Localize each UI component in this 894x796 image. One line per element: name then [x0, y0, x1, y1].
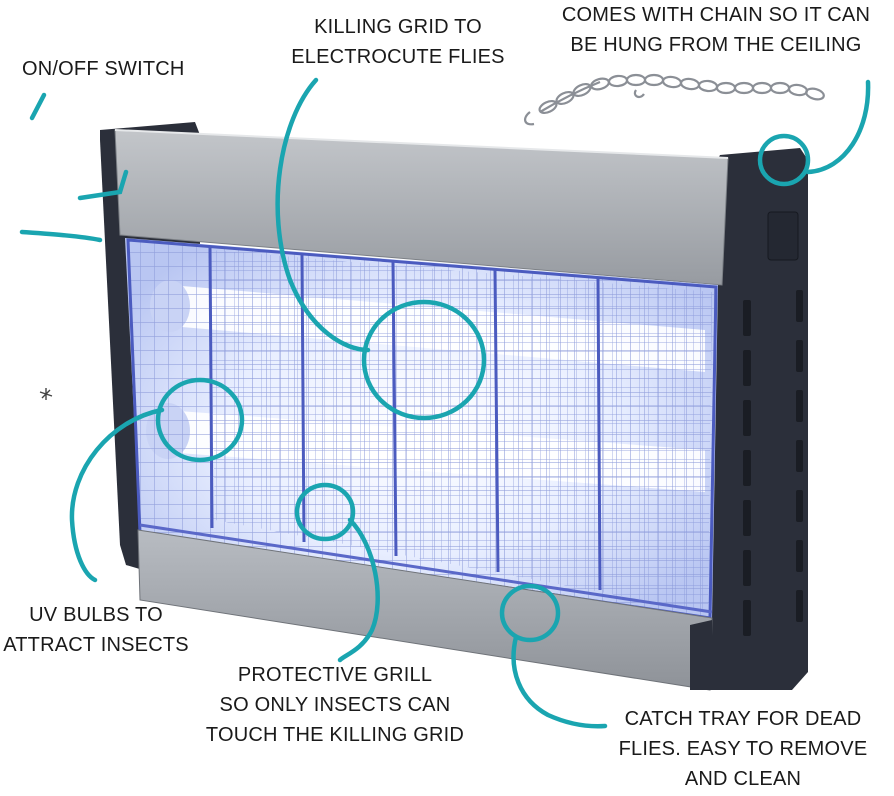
callout-line-chain — [805, 79, 871, 175]
label-line: KILLING GRID TO — [314, 16, 482, 38]
callout-circle-catch-tray — [499, 583, 561, 643]
callout-line-protective-grill — [337, 517, 380, 663]
label-line: CATCH TRAY FOR DEAD — [624, 708, 862, 730]
label-line: TOUCH THE KILLING GRID — [205, 724, 465, 746]
label-line: SO ONLY INSECTS CAN — [219, 694, 451, 716]
label-line: ON/OFF SWITCH — [22, 58, 185, 80]
label-line: UV BULBS TO — [29, 604, 163, 626]
label-protective-grill: PROTECTIVE GRILL SO ONLY INSECTS CAN TOU… — [192, 660, 478, 750]
callout-circle-protective-grill — [294, 482, 356, 542]
label-line: ATTRACT INSECTS — [3, 634, 189, 656]
callout-line-switch — [29, 92, 47, 121]
callout-line-catch-tray — [511, 634, 608, 729]
right-end-cap — [712, 148, 808, 690]
side-switch-housing — [767, 211, 799, 261]
label-catch-tray: CATCH TRAY FOR DEAD FLIES. EASY TO REMOV… — [608, 704, 878, 794]
label-on-off-switch: ON/OFF SWITCH — [22, 54, 185, 84]
label-line: ELECTROCUTE FLIES — [291, 46, 505, 68]
callout-line-killing-grid — [275, 77, 371, 353]
callout-line-switch-2 — [77, 169, 129, 201]
outer-protective-grill — [128, 240, 716, 618]
label-killing-grid: KILLING GRID TO ELECTROCUTE FLIES — [268, 12, 528, 72]
callout-line-switch-3 — [19, 229, 103, 243]
label-line: AND CLEAN — [684, 768, 802, 790]
side-vents — [743, 290, 803, 636]
insect-icon — [39, 388, 53, 400]
label-chain: COMES WITH CHAIN SO IT CAN BE HUNG FROM … — [548, 0, 884, 60]
callout-circle-chain — [757, 133, 811, 187]
hanging-chain — [524, 73, 825, 126]
label-line: COMES WITH CHAIN SO IT CAN — [561, 4, 871, 26]
callout-lines — [19, 77, 871, 729]
callout-circle-uv-bulbs — [155, 377, 245, 463]
label-line: FLIES. EASY TO REMOVE — [618, 738, 868, 760]
callout-circle-killing-grid — [361, 299, 487, 421]
label-line: BE HUNG FROM THE CEILING — [570, 34, 862, 56]
insect-killer-device — [100, 122, 808, 691]
label-line: PROTECTIVE GRILL — [237, 664, 433, 686]
label-uv-bulbs: UV BULBS TO ATTRACT INSECTS — [0, 600, 192, 660]
callout-line-uv-bulbs — [69, 407, 165, 583]
